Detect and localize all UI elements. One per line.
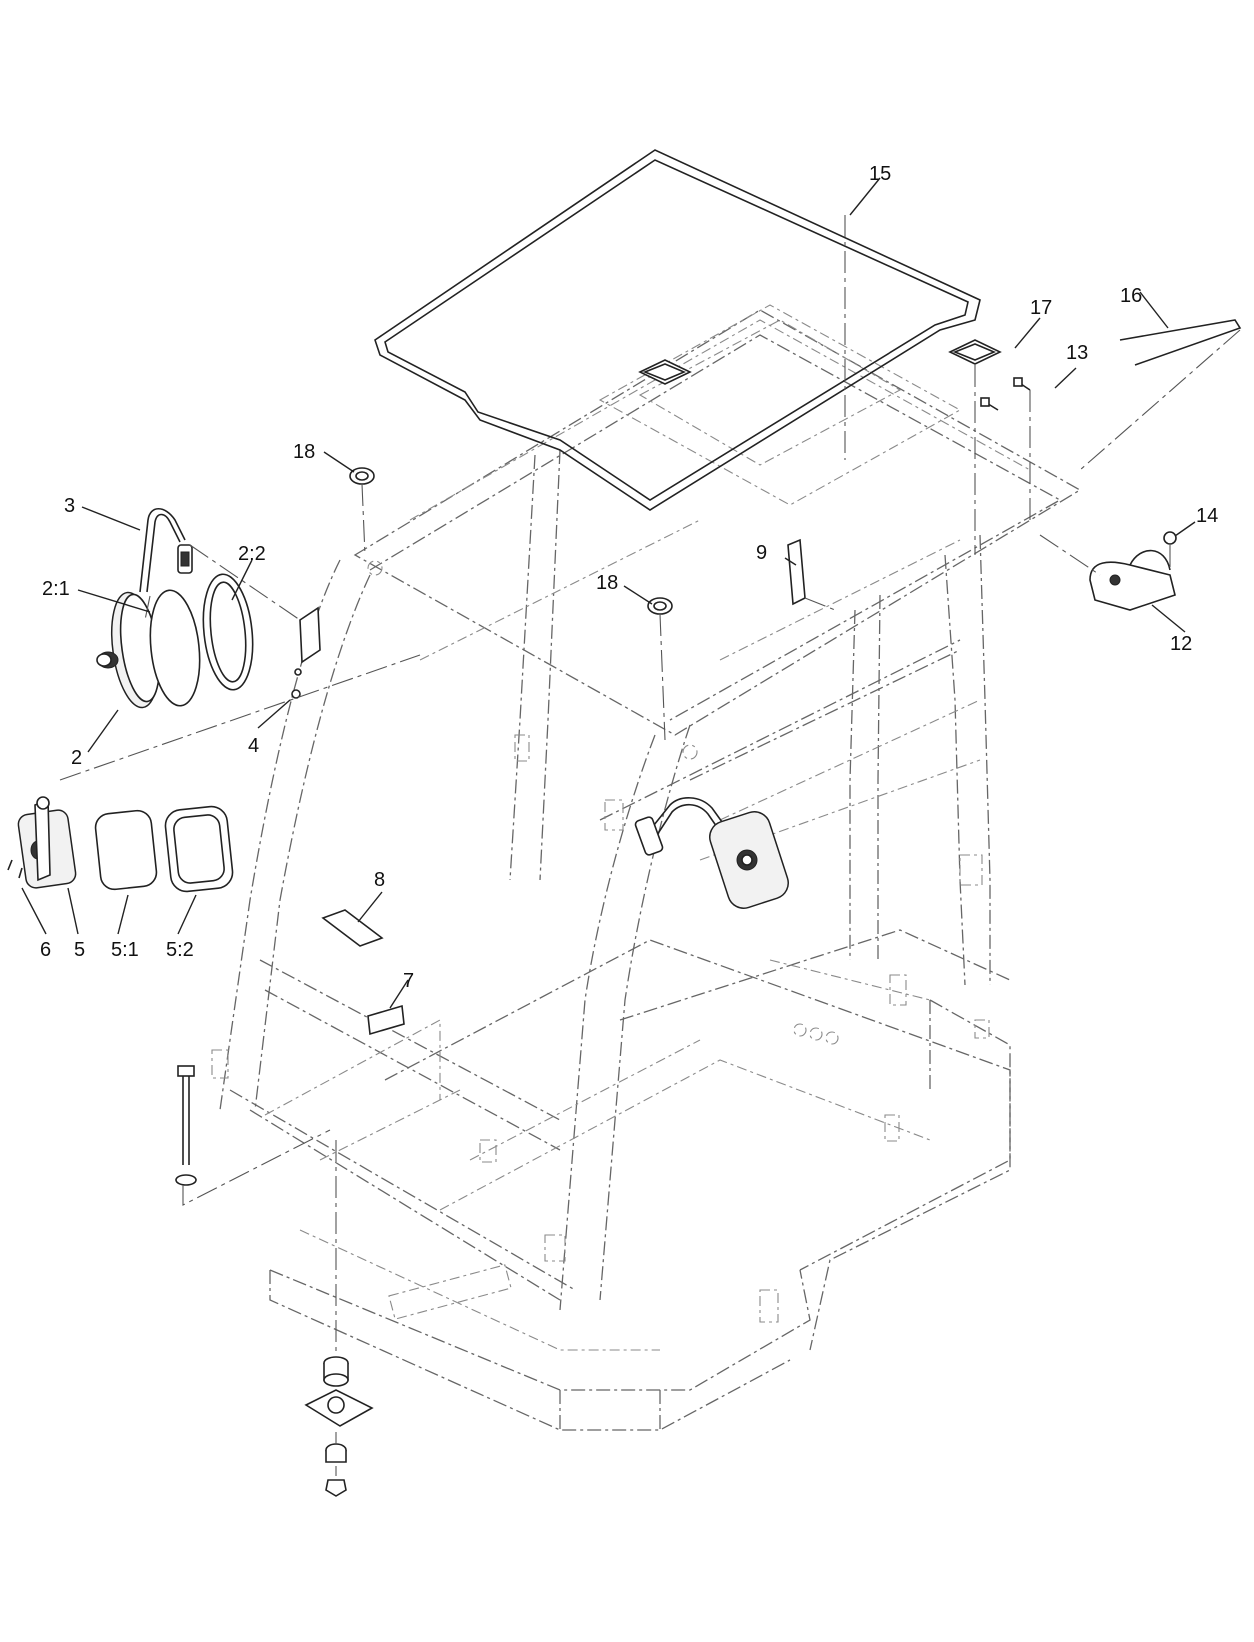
mirror-assembly-2 [96, 507, 321, 709]
decal-part-7 [367, 1004, 405, 1036]
callout-4: 4 [248, 735, 259, 757]
callout-2-1: 2:1 [42, 578, 70, 600]
callout-18-center: 18 [596, 572, 618, 594]
callout-15: 15 [869, 163, 891, 185]
callout-17: 17 [1030, 297, 1052, 319]
roof-glass-seal [374, 149, 981, 511]
callout-8: 8 [374, 869, 385, 891]
callout-leaders [21, 177, 1196, 1009]
callout-6: 6 [40, 939, 51, 961]
callout-16: 16 [1120, 285, 1142, 307]
callout-5-2: 5:2 [166, 939, 194, 961]
callout-3: 3 [64, 495, 75, 517]
mirror-assembly-5 [7, 796, 234, 893]
pad-part-17 [638, 339, 1002, 385]
callout-9: 9 [756, 542, 767, 564]
wire-clip-part-16 [1119, 319, 1242, 366]
callout-18-upper: 18 [293, 441, 315, 463]
decal-part-8 [321, 909, 384, 947]
callout-5: 5 [74, 939, 85, 961]
connection-lines [59, 215, 1241, 1476]
callout-12: 12 [1170, 633, 1192, 655]
callout-labels: 15 17 16 13 14 12 18 18 9 3 2:2 2:1 2 4 … [40, 163, 1218, 992]
callout-5-1: 5:1 [111, 939, 139, 961]
bolt-part-13 [980, 377, 1031, 411]
label-strip-part-9 [787, 538, 806, 606]
mount-stack [175, 1065, 374, 1497]
installed-mirror [634, 797, 789, 909]
callout-13: 13 [1066, 342, 1088, 364]
clamp-bracket-part-12 [1089, 531, 1177, 611]
callout-2-2: 2:2 [238, 543, 266, 565]
callout-7: 7 [403, 970, 414, 992]
grommet-part-18 [349, 467, 673, 615]
callout-2: 2 [71, 747, 82, 769]
cab-frame-outline [211, 304, 1082, 1431]
callout-14: 14 [1196, 505, 1218, 527]
